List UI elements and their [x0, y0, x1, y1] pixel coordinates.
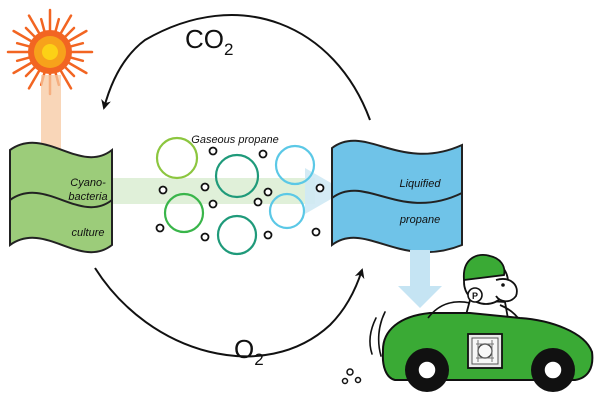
sun-ray: [68, 55, 85, 63]
bubble-small: [155, 223, 165, 233]
sun-ray: [58, 14, 73, 36]
bubble-small: [158, 185, 168, 195]
sun-ray: [24, 26, 38, 40]
propane-bubbles: [155, 136, 325, 256]
car-wheels: [405, 348, 575, 392]
sun-ray: [66, 29, 88, 44]
bubble-small: [258, 149, 268, 159]
bubble-small: [311, 227, 321, 237]
bubble-large: [155, 136, 199, 180]
bubble-small: [263, 187, 273, 197]
liquified-label: Liquified: [400, 178, 442, 190]
sun-ray: [15, 41, 32, 49]
cyano-label-line2: bacteria: [68, 191, 107, 203]
gaseous-propane-label: Gaseous propane: [191, 134, 278, 146]
bubble-large: [163, 192, 205, 234]
bubble-large: [274, 144, 316, 186]
bubble-large: [216, 214, 258, 256]
bubble-small: [253, 197, 263, 207]
sun-ray: [53, 17, 61, 34]
sun-icon: [6, 8, 94, 96]
helmet-badge: [467, 287, 483, 303]
sun-ray: [12, 60, 34, 75]
sun-ray: [62, 26, 76, 40]
bubble-small: [200, 232, 210, 242]
fuel-down-arrow: [398, 250, 442, 308]
co2-label: CO2: [185, 24, 233, 59]
co2-cycle-arrow: [101, 14, 371, 121]
gas-flow-arrow: [110, 168, 345, 214]
bubble-small: [200, 182, 210, 192]
bubble-small: [315, 183, 325, 193]
sun-ray: [39, 17, 47, 34]
sun-ray: [68, 41, 85, 49]
exhaust-puffs: [341, 368, 362, 385]
o2-cycle-arrow: [94, 267, 365, 358]
cyanobacteria-culture: [9, 141, 113, 254]
bubble-small: [208, 146, 218, 156]
sun-ray: [62, 64, 76, 78]
sun-ray: [24, 64, 38, 78]
liquified-propane-tank: [331, 139, 463, 254]
sun-ray: [12, 29, 34, 44]
propane-label: propane: [399, 214, 440, 226]
bubble-large: [214, 153, 260, 199]
sun-ray: [66, 60, 88, 75]
sun-ray: [15, 55, 32, 63]
o2-label: O2: [234, 334, 264, 369]
cyano-label-line1: Cyano-: [70, 177, 106, 189]
engine-icon: [467, 333, 503, 369]
sun-ray: [27, 68, 42, 90]
bubble-small: [208, 199, 218, 209]
sun-ray: [58, 68, 73, 90]
motion-lines: [369, 311, 386, 357]
sun-ray: [27, 14, 42, 36]
bubble-large: [268, 192, 306, 230]
bubble-small: [263, 230, 273, 240]
culture-label: culture: [71, 227, 104, 239]
helmet-badge-letter: P: [472, 291, 478, 301]
car-icon: P: [341, 254, 594, 392]
